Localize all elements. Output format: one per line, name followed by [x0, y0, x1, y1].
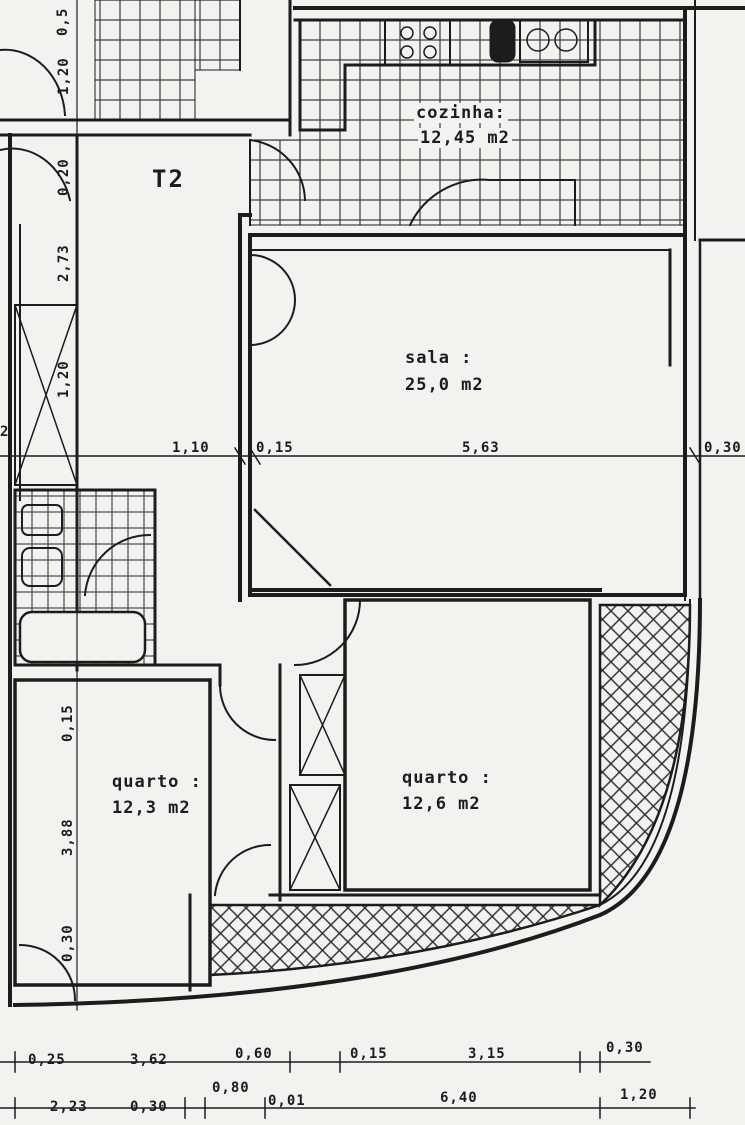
dim-bottom2-5: 6,40: [440, 1090, 478, 1106]
dim-bottom2-3: 0,80: [212, 1080, 250, 1096]
dim-vert-5: 1,20: [56, 360, 72, 398]
dim-vert-1: 0,5: [55, 7, 71, 36]
dim-bottom1-6: 0,30: [606, 1040, 644, 1056]
stove: [384, 19, 451, 66]
living-room-area: 25,0 m2: [405, 375, 484, 395]
dim-bottom2-4: 0,01: [268, 1093, 306, 1109]
balcony-bottom: [208, 903, 601, 977]
bedroom-left-area: 12,3 m2: [112, 798, 191, 818]
dim-vert-7: 3,88: [60, 818, 76, 856]
dim-bottom1-1: 0,25: [28, 1052, 66, 1068]
landing-tiles: [194, 0, 241, 71]
kitchen-entry-tiles: [249, 139, 301, 226]
bedroom-left-name: quarto :: [112, 772, 202, 792]
fridge: [489, 19, 516, 63]
bedroom-left-door-swing: [218, 683, 277, 742]
dim-bottom2-6: 1,20: [620, 1087, 658, 1103]
dim-vert-3: 0,20: [56, 158, 72, 196]
dim-vert-2: 1,20: [56, 57, 72, 95]
dim-bottom1-2: 3,62: [130, 1052, 168, 1068]
bedroom-right-area: 12,6 m2: [402, 794, 481, 814]
kitchen-door-swing-right: [408, 178, 576, 227]
bedroom-right-walls: [343, 598, 592, 892]
closet-upper: [299, 674, 346, 776]
curved-facade: [12, 597, 703, 1008]
kitchen-name: cozinha:: [414, 103, 508, 123]
dim-vert-6: 0,15: [60, 704, 76, 742]
dim-mid-1: 1,10: [172, 440, 210, 456]
sink: [519, 19, 589, 63]
dim-mid-4: 0,30: [704, 440, 742, 456]
dim-mid-5: 2: [0, 424, 10, 440]
bedroom-left-walls: [13, 678, 212, 987]
unit-tag: T2: [152, 165, 185, 193]
dim-mid-2: 0,15: [256, 440, 294, 456]
stair-tiles: [94, 0, 196, 121]
door-swing-top-left: [0, 48, 67, 117]
bedroom-right-door-swing: [293, 598, 362, 667]
bathroom-door-swing: [83, 533, 152, 597]
dim-bottom1-3: 0,60: [235, 1046, 273, 1062]
bedroom-left-window-swing: [18, 943, 77, 1002]
bedroom-right-name: quarto :: [402, 768, 492, 788]
living-room-walls: [248, 233, 687, 597]
living-room-name: sala :: [405, 348, 473, 368]
toilet: [21, 547, 63, 587]
dim-vert-8: 0,30: [60, 924, 76, 962]
dim-bottom2-1: 2,23: [50, 1099, 88, 1115]
bathtub: [18, 610, 147, 664]
dim-bottom2-2: 0,30: [130, 1099, 168, 1115]
dim-bottom1-4: 0,15: [350, 1046, 388, 1062]
kitchen-door-swing-left: [248, 138, 307, 226]
kitchen-area: 12,45 m2: [418, 128, 512, 148]
washbasin: [21, 504, 63, 536]
dim-mid-3: 5,63: [462, 440, 500, 456]
living-double-door: [248, 253, 297, 347]
dim-vert-4: 2,73: [56, 244, 72, 282]
dim-bottom1-5: 3,15: [468, 1046, 506, 1062]
kitchen-counter: [298, 18, 597, 132]
closet-lower: [289, 784, 341, 891]
bedroom-left-closet-door: [213, 843, 272, 897]
